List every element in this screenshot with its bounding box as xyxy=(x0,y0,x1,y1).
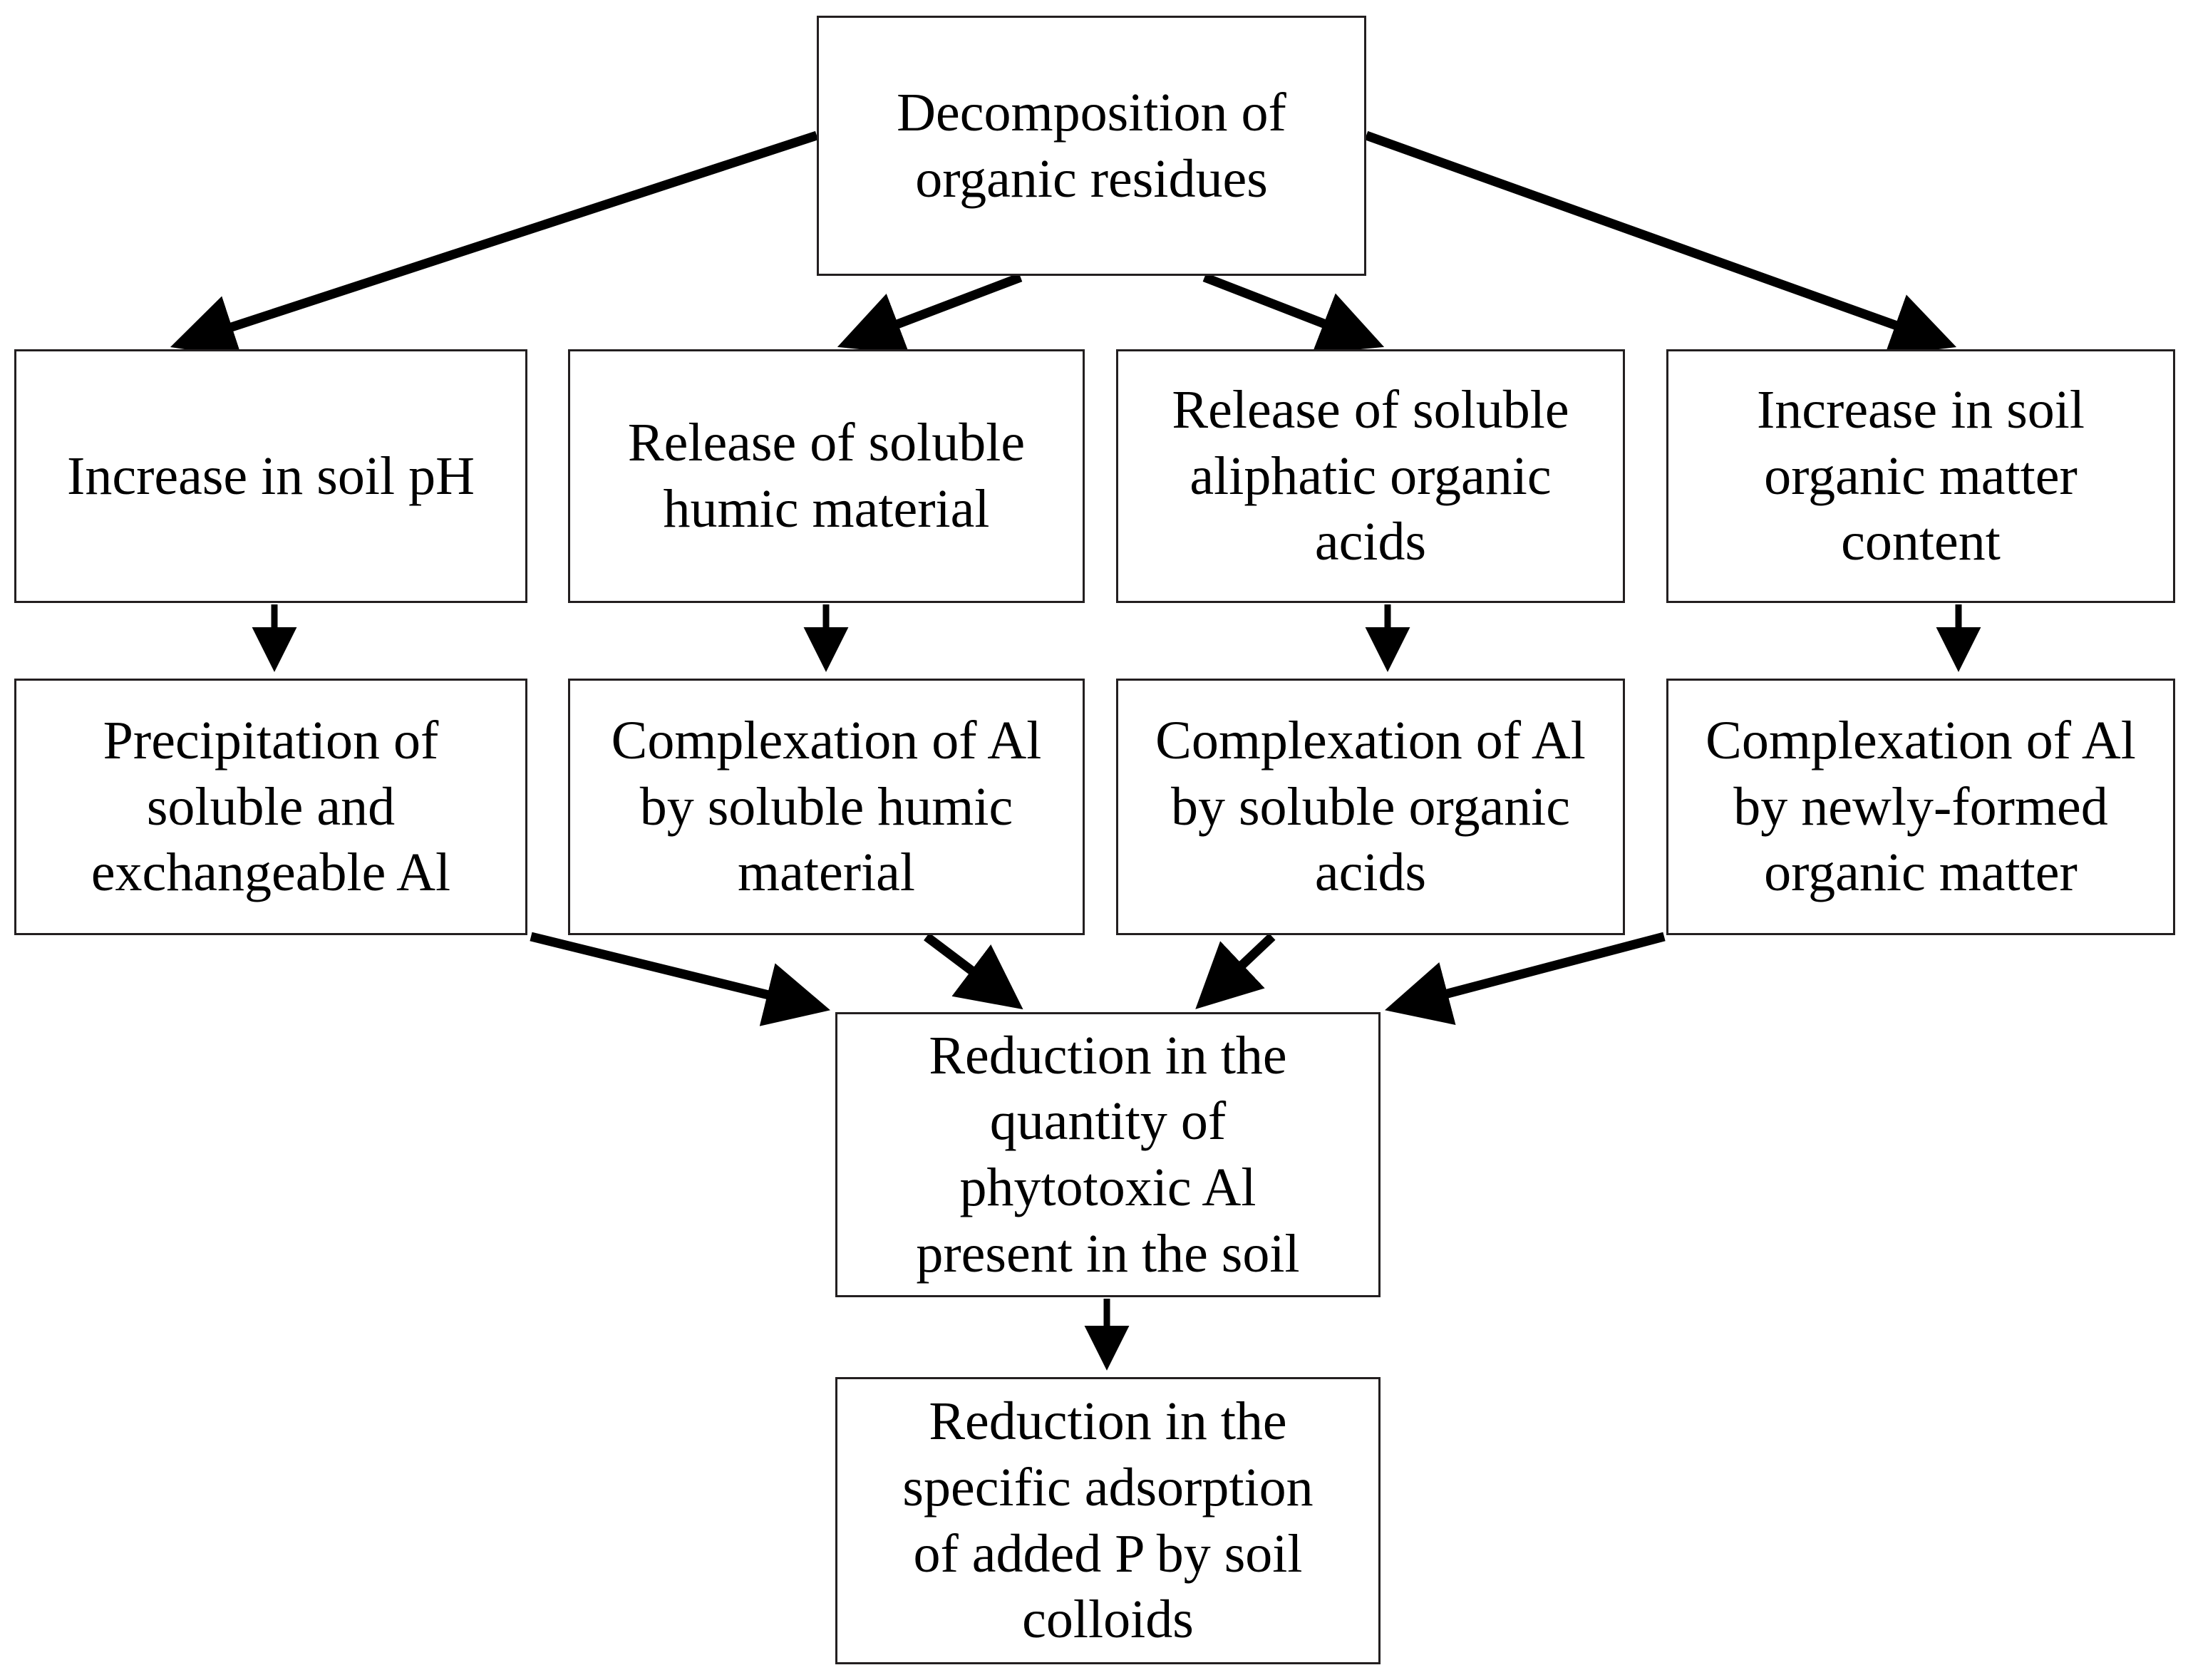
flow-node-n5: Precipitation of soluble and exchangeabl… xyxy=(14,679,527,935)
arrow-n7-to-n9 xyxy=(1195,933,1276,1009)
flow-node-label: Increase in soil organic matter content xyxy=(1756,379,2085,572)
arrow-n6-to-n9 xyxy=(924,932,1023,1010)
flow-node-n4: Increase in soil organic matter content xyxy=(1666,349,2175,603)
flow-node-n10: Reduction in the specific adsorption of … xyxy=(835,1377,1381,1664)
flow-node-n9: Reduction in the quantity of phytotoxic … xyxy=(835,1012,1381,1297)
flow-node-label: Complexation of Al by soluble organic ac… xyxy=(1155,710,1586,903)
flow-node-label: Precipitation of soluble and exchangeabl… xyxy=(91,710,451,903)
arrow-n8-to-n9 xyxy=(1384,932,1666,1026)
flow-node-label: Release of soluble aliphatic organic aci… xyxy=(1172,379,1569,572)
flow-node-n7: Complexation of Al by soluble organic ac… xyxy=(1116,679,1625,935)
flow-node-n2: Release of soluble humic material xyxy=(568,349,1085,603)
flow-node-label: Complexation of Al by soluble humic mate… xyxy=(611,710,1042,903)
arrow-n5-to-n9 xyxy=(530,932,830,1026)
flow-node-label: Release of soluble humic material xyxy=(627,413,1026,539)
arrow-n0-to-n4 xyxy=(1364,130,1957,356)
flow-node-n1: Increase in soil pH xyxy=(14,349,527,603)
flow-node-label: Increase in soil pH xyxy=(67,445,475,506)
flow-node-label: Complexation of Al by newly-formed organ… xyxy=(1705,710,2136,903)
arrow-n0-to-n2 xyxy=(837,272,1023,355)
flow-node-n3: Release of soluble aliphatic organic aci… xyxy=(1116,349,1625,603)
arrow-n0-to-n1 xyxy=(170,130,819,358)
flow-node-label: Reduction in the quantity of phytotoxic … xyxy=(916,1025,1300,1284)
flow-node-label: Reduction in the specific adsorption of … xyxy=(902,1391,1314,1650)
flow-node-n8: Complexation of Al by newly-formed organ… xyxy=(1666,679,2175,935)
flow-node-n6: Complexation of Al by soluble humic mate… xyxy=(568,679,1085,935)
flow-node-label: Decomposition of organic residues xyxy=(897,82,1286,209)
flow-node-n0: Decomposition of organic residues xyxy=(817,16,1366,276)
arrow-n0-to-n3 xyxy=(1202,272,1385,354)
